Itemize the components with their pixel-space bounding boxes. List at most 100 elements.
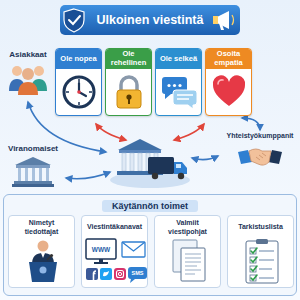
icon-holder xyxy=(159,72,199,112)
drawing-part xyxy=(172,84,175,87)
drawing-part xyxy=(250,266,256,272)
icon-holder xyxy=(6,61,50,95)
drawing-part xyxy=(130,153,134,171)
drawing-part xyxy=(99,259,103,262)
drawing-part xyxy=(34,66,44,76)
channels-icon xyxy=(84,238,148,284)
drawing-part xyxy=(251,248,257,280)
lock-icon xyxy=(109,72,149,112)
drawing-part xyxy=(94,262,108,264)
people-icon xyxy=(6,61,50,95)
drawing-part xyxy=(251,257,257,262)
action-panel: Viestintäkanavat WWWSMS xyxy=(81,215,148,288)
drawing-part xyxy=(178,173,184,179)
drawing-part xyxy=(94,271,97,280)
principle-card: Ole nopea xyxy=(55,48,102,116)
drawing-part xyxy=(64,9,84,32)
drawing-part xyxy=(86,239,116,259)
drawing-part xyxy=(217,11,229,29)
drawing-part xyxy=(32,168,35,181)
drawing-part xyxy=(66,91,69,93)
node-heading: Nimetyt tiedottajat xyxy=(11,219,72,236)
drawing-part xyxy=(77,90,81,94)
icon-holder xyxy=(59,72,99,112)
actor-node: Yhteistyökumppanit xyxy=(222,132,298,170)
drawing-part xyxy=(121,77,137,91)
icon-holder xyxy=(238,142,282,170)
actor-node: Viranomaiset xyxy=(3,144,63,187)
drawing-part xyxy=(69,16,80,24)
drawing-part xyxy=(25,168,28,181)
drawing-part xyxy=(78,79,80,82)
drawing-part xyxy=(60,5,240,35)
drawing-part xyxy=(250,248,256,281)
handshake-icon xyxy=(238,142,282,170)
drawing-part xyxy=(39,168,42,181)
hub-illustration xyxy=(110,139,190,188)
drawing-part xyxy=(46,168,49,181)
drawing-part xyxy=(178,84,181,87)
drawing-part xyxy=(64,77,94,107)
drawing-part xyxy=(250,275,256,281)
drawing-part xyxy=(18,168,21,181)
icon-holder xyxy=(109,72,149,112)
node-heading: Ole selkeä xyxy=(156,49,201,69)
drawing-part xyxy=(86,268,98,280)
node-heading: Tarkistuslista xyxy=(230,219,291,236)
principle-card: Ole rehellinen xyxy=(105,48,152,116)
drawing-part xyxy=(122,242,145,251)
drawing-part xyxy=(12,66,22,76)
drawing-part xyxy=(176,164,181,168)
node-heading: Yhteistyökumppanit xyxy=(222,132,298,140)
drawing-part xyxy=(41,253,45,258)
drawing-part xyxy=(119,150,161,153)
drawing-part xyxy=(117,271,124,278)
drawing-part xyxy=(246,241,278,283)
icon-holder xyxy=(157,238,221,284)
speech-icon xyxy=(159,72,199,112)
drawing-part xyxy=(78,102,80,105)
drawing-part xyxy=(122,242,145,257)
icon-holder xyxy=(11,155,55,187)
drawing-part xyxy=(118,139,162,150)
drawing-part xyxy=(174,162,187,174)
podium-icon xyxy=(11,238,75,284)
action-panel: Tarkistuslista xyxy=(227,215,294,288)
drawing-part xyxy=(12,184,54,187)
drawing-part xyxy=(219,23,224,30)
drawing-part xyxy=(89,91,92,93)
node-heading: Osoita empatia xyxy=(206,49,251,69)
drawing-part xyxy=(174,124,204,140)
templates-icon xyxy=(157,238,221,284)
icon-holder: WWWSMS xyxy=(84,238,148,284)
icon-holder xyxy=(230,238,294,284)
title-banner xyxy=(60,5,240,35)
drawing-part xyxy=(250,248,256,254)
drawing-part xyxy=(181,248,205,281)
node-heading: Viranomaiset xyxy=(3,144,63,153)
drawing-part xyxy=(185,254,201,274)
drawing-part xyxy=(232,15,234,25)
drawing-part xyxy=(18,82,38,95)
government-building-icon xyxy=(11,155,55,187)
drawing-part xyxy=(173,90,197,109)
drawing-part xyxy=(192,156,218,160)
drawing-part xyxy=(50,254,53,257)
node-heading: Viestintäkanavat xyxy=(84,219,145,236)
drawing-part xyxy=(251,248,257,253)
drawing-part xyxy=(29,262,57,282)
drawing-part xyxy=(217,80,222,84)
drawing-part xyxy=(103,271,109,276)
drawing-part xyxy=(177,95,193,99)
drawing-part xyxy=(117,90,141,108)
drawing-part xyxy=(96,124,126,140)
drawing-part xyxy=(256,153,266,160)
principle-card: Osoita empatia xyxy=(205,48,252,116)
node-heading: Käytännön toimet xyxy=(102,200,198,212)
node-heading: Valmiit viestipohjat xyxy=(157,219,218,236)
drawing-part xyxy=(110,172,190,188)
drawing-part xyxy=(114,268,126,280)
actor-node: Asiakkaat xyxy=(3,50,53,95)
drawing-part xyxy=(118,272,121,275)
